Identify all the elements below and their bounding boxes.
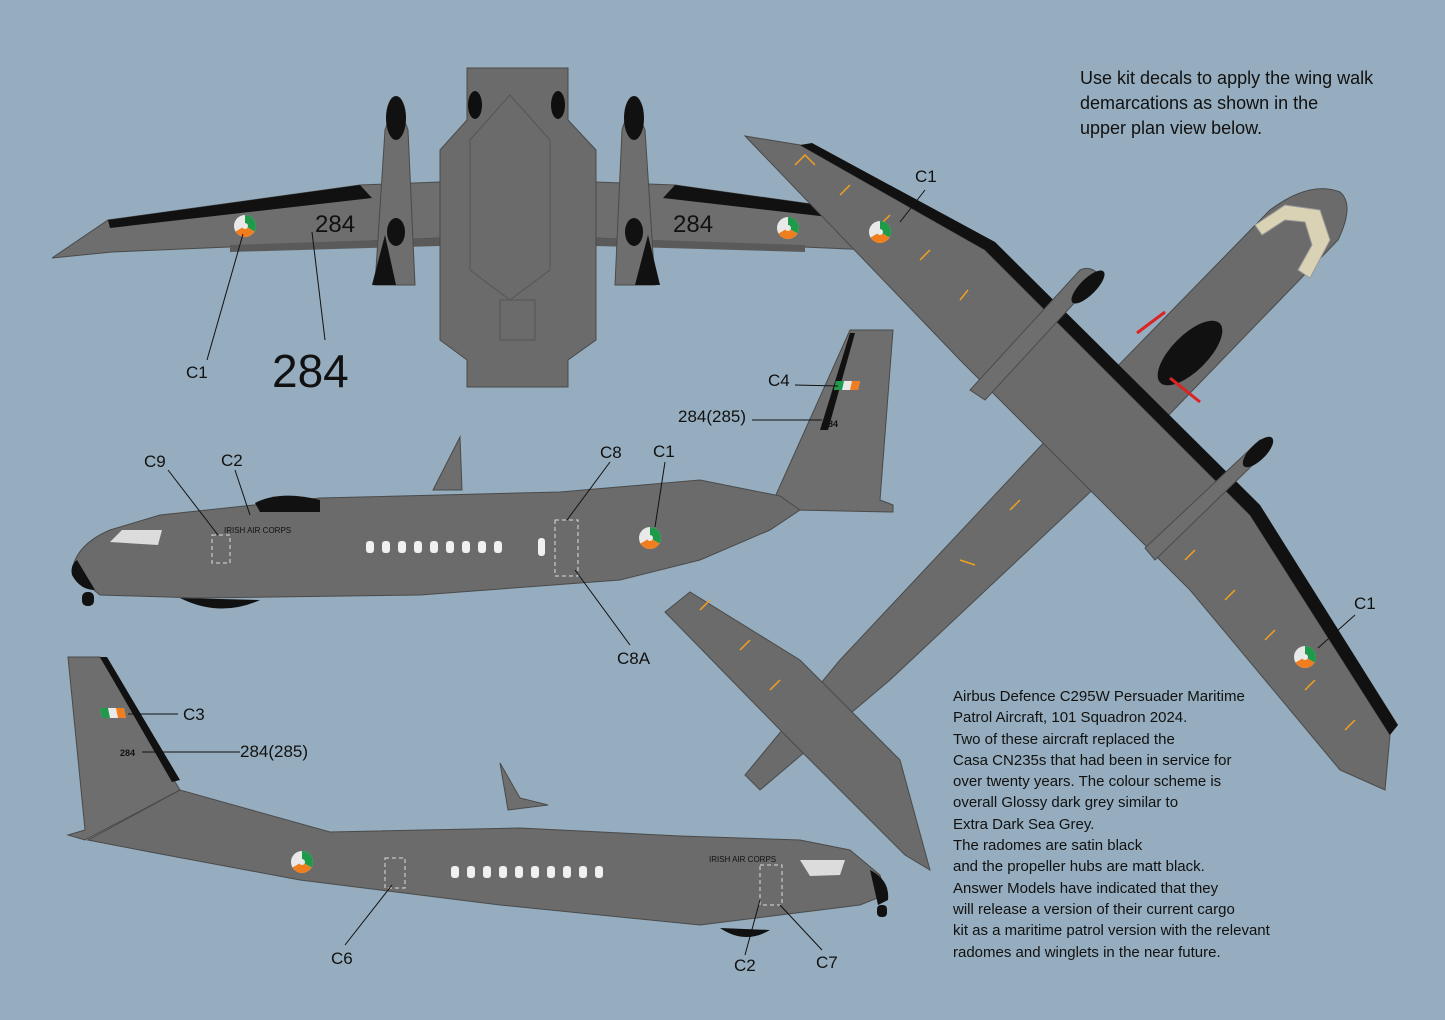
upper-plan-view: C1 C1: [664, 135, 1398, 872]
underside-right-wing-number: 284: [673, 211, 713, 238]
callout-c6: C6: [331, 949, 353, 968]
description-line: will release a version of their current …: [953, 900, 1235, 918]
description-line: Two of these aircraft replaced the: [953, 730, 1175, 748]
upper-tailplane: [664, 591, 931, 872]
description-line: kit as a maritime patrol version with th…: [953, 922, 1270, 940]
underside-left-roundel: [234, 215, 256, 237]
description-line: over twenty years. The colour scheme is: [953, 773, 1222, 791]
description-line: overall Glossy dark grey similar to: [953, 794, 1179, 812]
left-side-fuselage: [71, 479, 801, 599]
wing-walk-note-line: upper plan view below.: [1080, 118, 1263, 138]
underside-right-engine: [614, 96, 660, 286]
description-line: Airbus Defence C295W Persuader Maritime: [953, 688, 1245, 705]
callout-c3: C3: [183, 705, 205, 724]
underside-fuselage: [439, 67, 597, 388]
underside-callout-c1: C1: [186, 363, 208, 382]
right-side-view: 284 IRISH AIR CORPS C3 284(285) C6 C2 C7: [66, 656, 889, 975]
left-callout-c1: C1: [653, 442, 675, 461]
wing-walk-note-line: Use kit decals to apply the wing walk: [1080, 68, 1374, 88]
description-line: Casa CN235s that had been in service for: [953, 751, 1232, 769]
description-line: Answer Models have indicated that they: [953, 879, 1219, 897]
callout-c9: C9: [144, 452, 166, 471]
callout-c8: C8: [600, 443, 622, 462]
upper-callout-c1-top: C1: [915, 167, 937, 186]
callout-c8a: C8A: [617, 649, 651, 668]
underside-left-engine: [372, 96, 416, 286]
callout-c7: C7: [816, 953, 838, 972]
left-side-roundel: [639, 527, 661, 549]
left-callout-c2: C2: [221, 451, 243, 470]
callout-c4: C4: [768, 371, 790, 390]
left-callout-serial: 284(285): [678, 407, 746, 426]
left-side-view: 284 IRISH AIR CORPS C9 C2 C8 C1 C8A C4 2…: [71, 329, 894, 668]
left-side-fin-number: 284: [823, 419, 838, 429]
left-side-fuselage-text: IRISH AIR CORPS: [224, 526, 291, 535]
upper-callout-c1-right: C1: [1354, 594, 1376, 613]
right-side-fin-number: 284: [120, 748, 135, 758]
upper-left-roundel: [869, 221, 891, 243]
right-callout-c2: C2: [734, 956, 756, 975]
underside-big-number: 284: [272, 345, 349, 397]
right-side-fuselage-text: IRISH AIR CORPS: [709, 855, 776, 864]
underside-left-wing-number: 284: [315, 211, 355, 238]
upper-right-roundel: [1294, 646, 1316, 668]
right-callout-serial: 284(285): [240, 742, 308, 761]
description-line: The radomes are satin black: [953, 837, 1143, 855]
right-side-roundel: [291, 851, 313, 873]
wing-walk-note-line: demarcations as shown in the: [1080, 93, 1319, 113]
underside-plan-view: 284 284 284 C1: [51, 67, 986, 397]
description-line: and the propeller hubs are matt black.: [953, 858, 1205, 876]
left-side-fin: [774, 329, 894, 513]
description-line: Patrol Aircraft, 101 Squadron 2024.: [953, 709, 1188, 727]
description-line: Extra Dark Sea Grey.: [953, 815, 1095, 833]
description-line: radomes and winglets in the near future.: [953, 943, 1221, 961]
aircraft-description: Airbus Defence C295W Persuader Maritime …: [953, 686, 1333, 963]
wing-walk-note: Use kit decals to apply the wing walk de…: [1080, 66, 1420, 141]
underside-right-roundel: [777, 217, 799, 239]
